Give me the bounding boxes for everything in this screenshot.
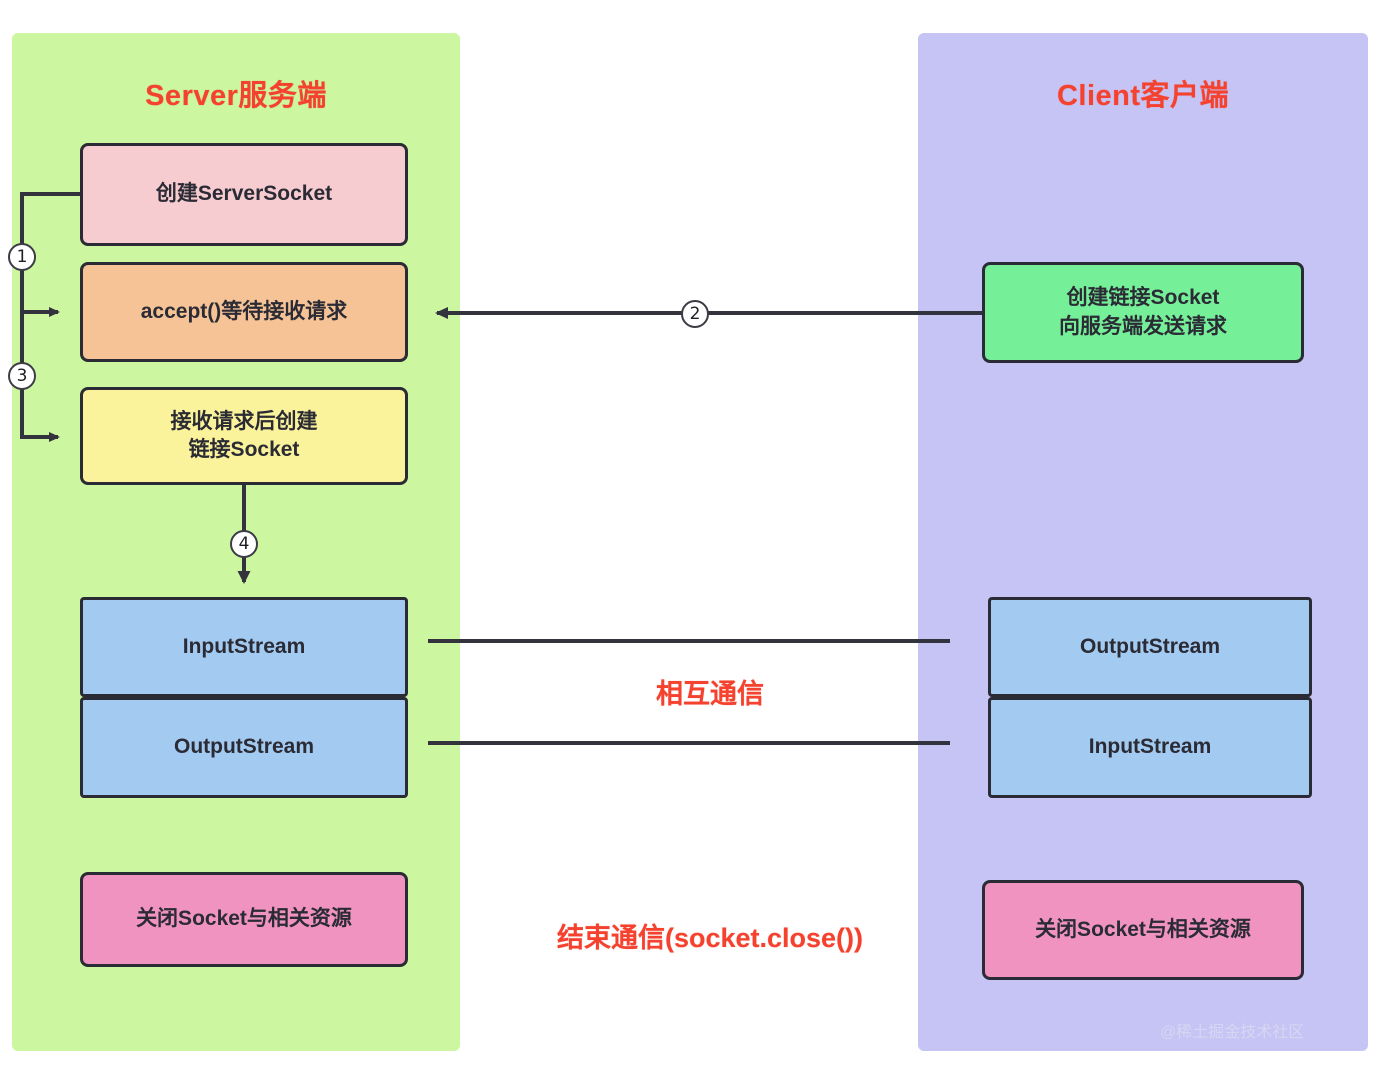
node-label-line1: 创建链接Socket (1066, 286, 1220, 310)
node-server-output-stream[interactable]: OutputStream (80, 697, 408, 798)
node-create-connection-socket[interactable]: 接收请求后创建 链接Socket (80, 387, 408, 485)
node-label: 创建ServerSocket (155, 182, 333, 206)
node-label: OutputStream (173, 735, 314, 759)
server-panel-title: Server服务端 (145, 80, 327, 112)
node-label: 关闭Socket与相关资源 (1035, 917, 1251, 941)
node-accept-wait-request[interactable]: accept()等待接收请求 (80, 262, 408, 362)
node-label: InputStream (1088, 735, 1212, 759)
node-label-line2: 链接Socket (188, 438, 300, 461)
step-badge-4: 4 (230, 530, 258, 558)
node-client-create-socket-send-request[interactable]: 创建链接Socket 向服务端发送请求 (982, 262, 1304, 363)
node-server-close-socket[interactable]: 关闭Socket与相关资源 (80, 872, 408, 967)
node-client-close-socket[interactable]: 关闭Socket与相关资源 (982, 880, 1304, 980)
step-badge-2: 2 (681, 300, 709, 328)
node-label: accept()等待接收请求 (140, 299, 348, 323)
node-client-input-stream[interactable]: InputStream (988, 697, 1312, 798)
node-label-multiline: 接收请求后创建 链接Socket (171, 408, 318, 465)
node-label: 关闭Socket与相关资源 (136, 907, 352, 931)
client-panel-title: Client客户端 (1056, 80, 1230, 112)
node-label-line1: 接收请求后创建 (170, 409, 318, 433)
label-mutual-communication: 相互通信 (656, 679, 764, 709)
node-label-multiline: 创建链接Socket 向服务端发送请求 (1059, 284, 1227, 341)
node-create-serversocket[interactable]: 创建ServerSocket (80, 143, 408, 246)
node-label: OutputStream (1079, 634, 1220, 658)
node-label-line2: 向服务端发送请求 (1059, 314, 1227, 338)
watermark: @稀土掘金技术社区 (1160, 1024, 1305, 1041)
node-label: InputStream (182, 634, 306, 658)
step-badge-1: 1 (8, 243, 36, 271)
node-server-input-stream[interactable]: InputStream (80, 597, 408, 697)
label-end-communication: 结束通信(socket.close()) (556, 923, 864, 953)
step-badge-3: 3 (8, 362, 36, 390)
node-client-output-stream[interactable]: OutputStream (988, 597, 1312, 697)
